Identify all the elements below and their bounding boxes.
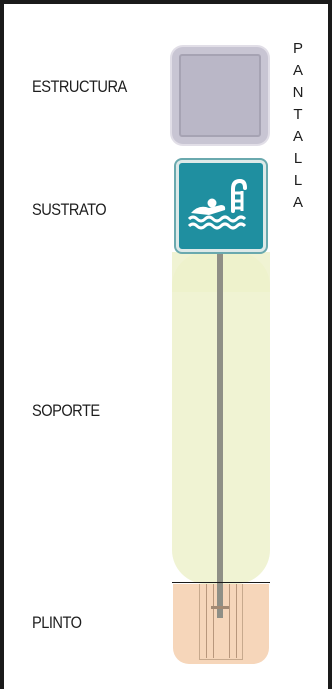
pole-embedded-end — [217, 584, 223, 618]
pantalla-letter: L — [293, 172, 303, 189]
swimmer-pictogram-icon — [187, 178, 247, 230]
estructura-block — [172, 47, 268, 144]
anchor-bolt — [236, 584, 237, 658]
pantalla-letter: P — [292, 40, 303, 57]
label-estructura: ESTRUCTURA — [32, 77, 127, 96]
estructura-panel — [179, 54, 261, 137]
pantalla-letter: T — [293, 106, 303, 123]
label-soporte: SOPORTE — [32, 401, 100, 420]
pantalla-letter: A — [292, 194, 303, 211]
pantalla-letter: L — [293, 150, 303, 167]
plinto-block — [173, 584, 269, 664]
plinto-anchor-outline — [199, 584, 243, 660]
swimming-pool-sign-icon — [176, 160, 266, 252]
pantalla-letter: A — [292, 128, 303, 145]
anchor-bolt — [206, 584, 207, 658]
pole-baseplate — [211, 606, 229, 609]
label-sustrato: SUSTRATO — [32, 200, 107, 219]
pantalla-letter: N — [292, 84, 304, 101]
pantalla-letter: A — [292, 62, 303, 79]
support-pole — [217, 250, 223, 600]
label-plinto: PLINTO — [32, 613, 82, 632]
ground-line — [172, 582, 270, 583]
anchor-bolt — [229, 584, 230, 658]
pantalla-vertical-label: P A N T A L L A — [291, 38, 305, 214]
anchor-bolt — [213, 584, 214, 658]
